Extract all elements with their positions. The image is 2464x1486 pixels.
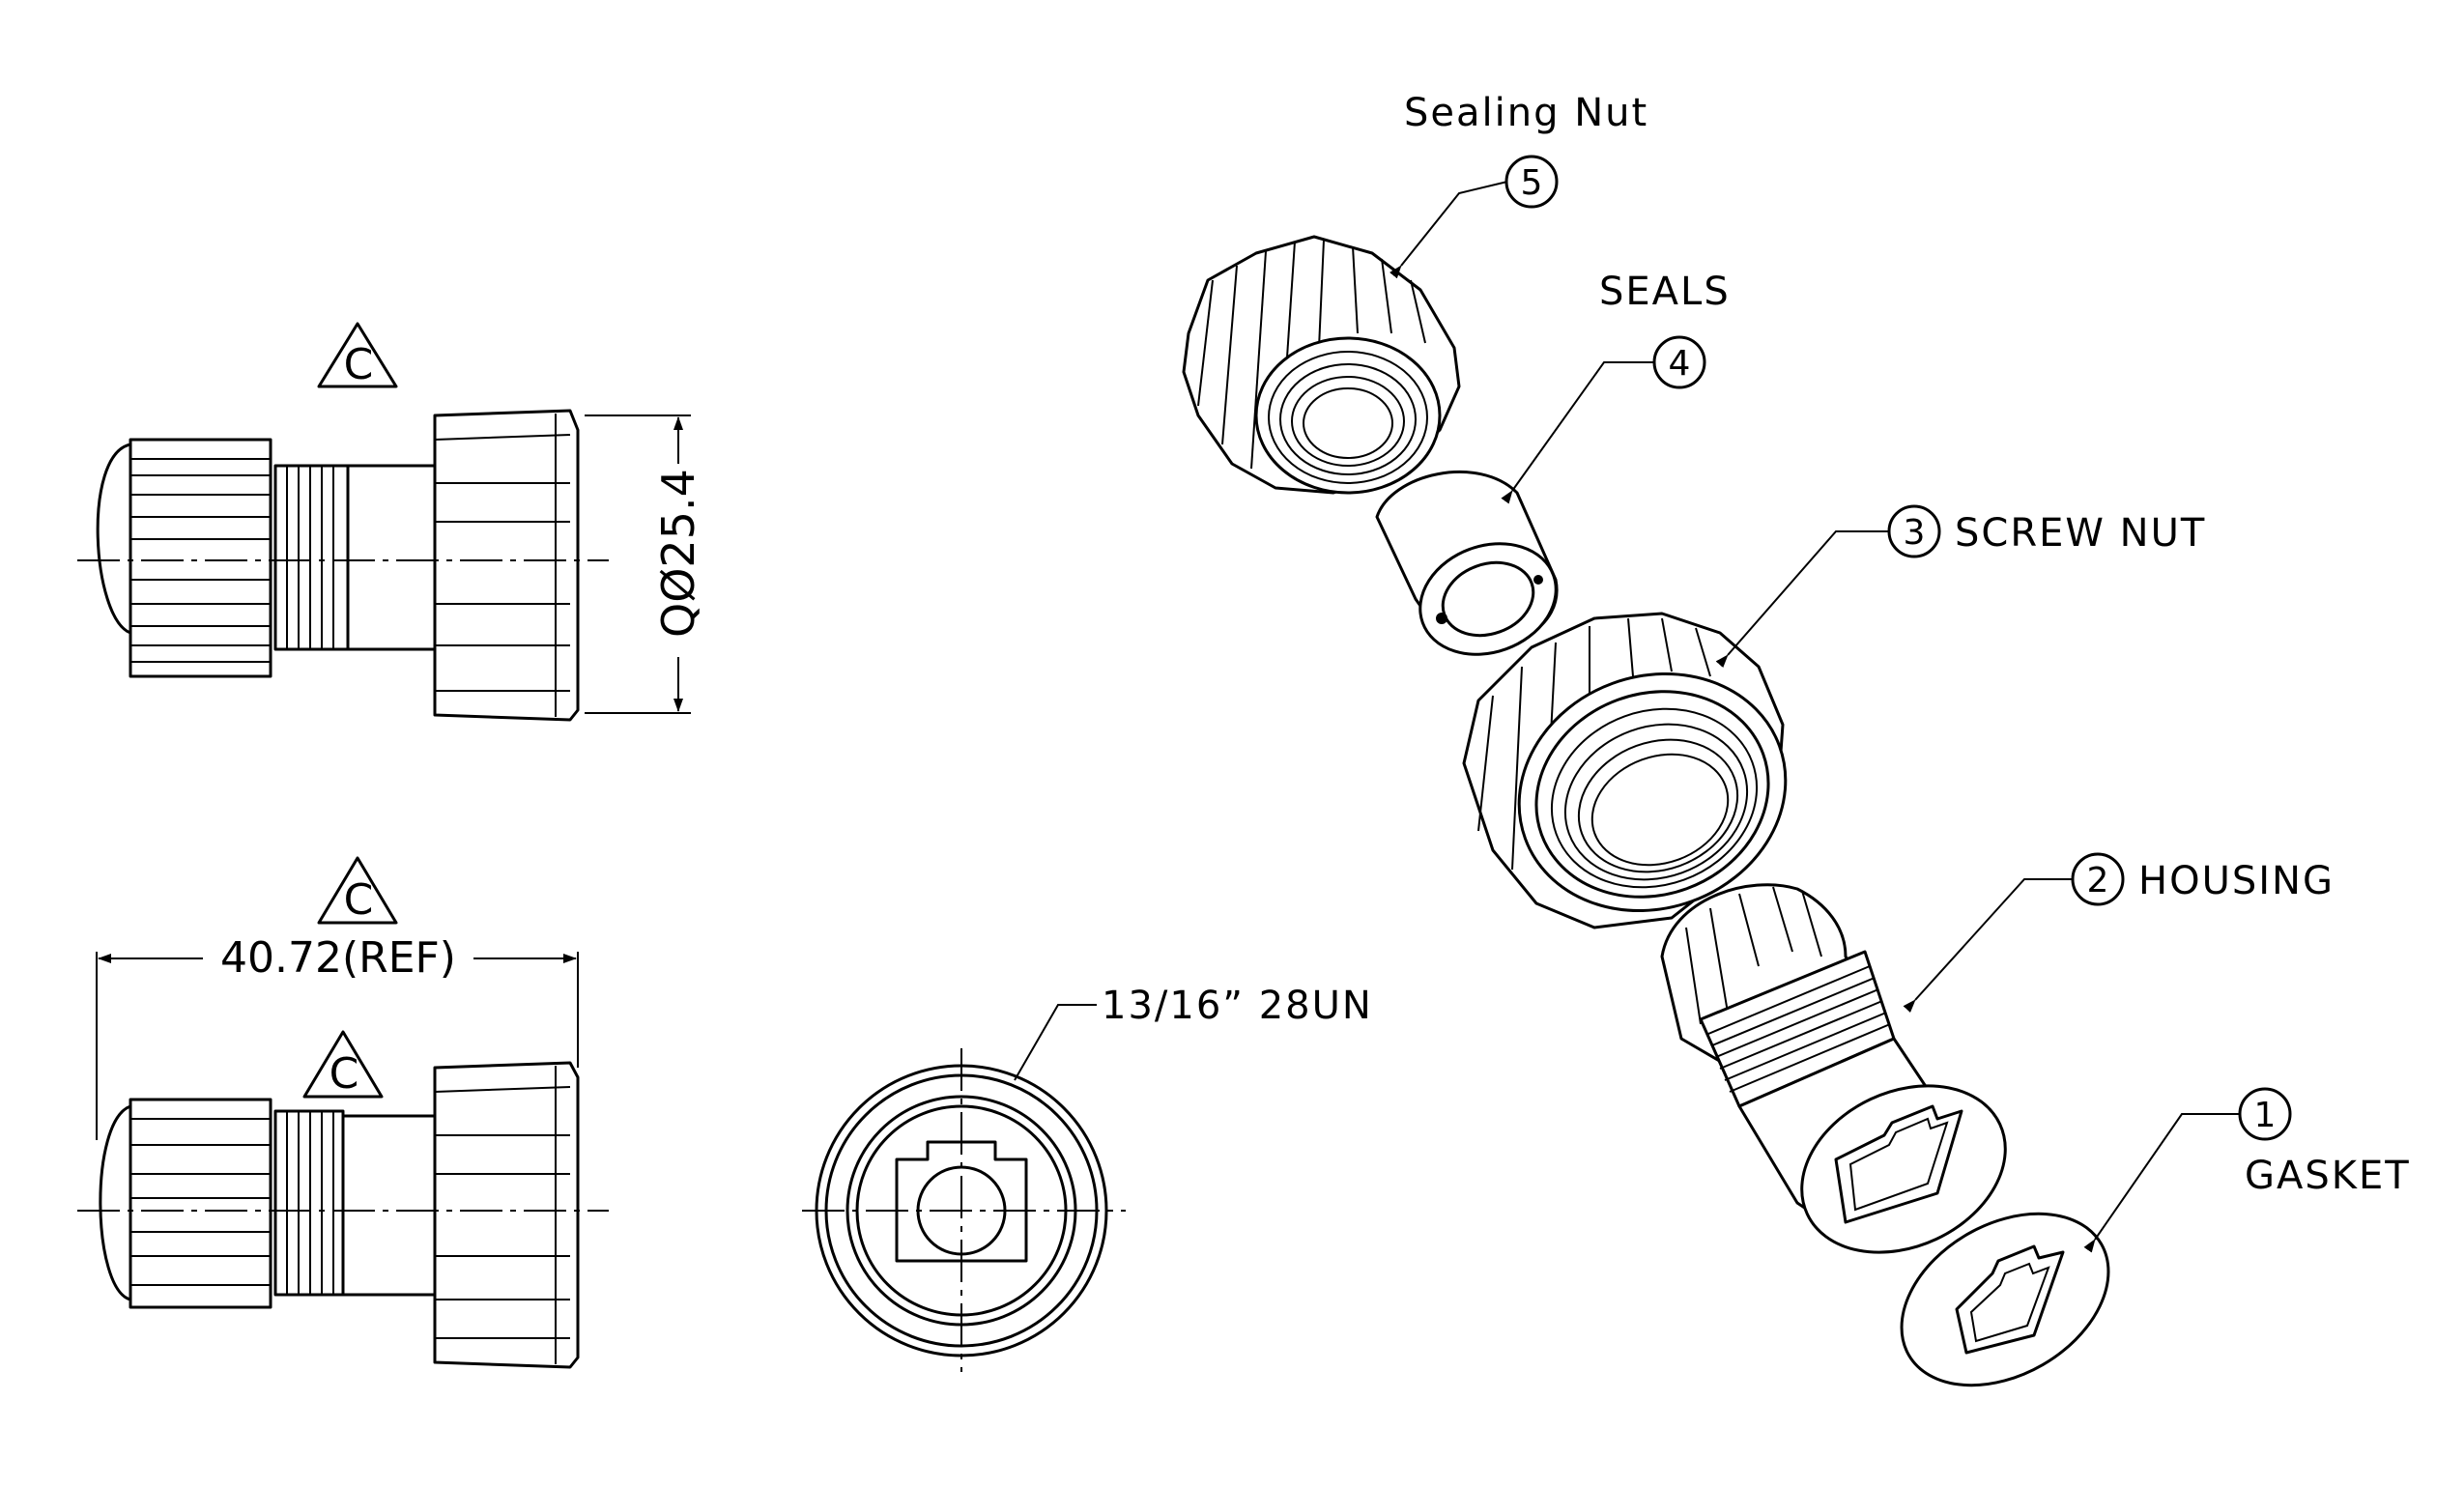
bottom-large-nut bbox=[433, 1061, 580, 1369]
leader-5 bbox=[1389, 181, 1508, 279]
balloon-2: 2 bbox=[2071, 852, 2125, 906]
side-knurled-body bbox=[129, 438, 272, 678]
side-nut-lines bbox=[434, 414, 571, 717]
svg-text:3: 3 bbox=[1904, 513, 1926, 553]
balloon-5: 5 bbox=[1504, 155, 1559, 209]
revision-triangle-1: C bbox=[317, 322, 398, 389]
balloon-3: 3 bbox=[1887, 504, 1941, 558]
diameter-value: QØ25.4 bbox=[652, 469, 704, 638]
exploded-view: 5 Sealing Nut 4 SEALS bbox=[1182, 91, 2411, 1387]
bottom-knurled-body bbox=[129, 1098, 272, 1309]
label-screw-nut: SCREW NUT bbox=[1955, 511, 2206, 556]
sealing-nut-drawing bbox=[1182, 235, 1461, 495]
side-large-nut bbox=[433, 409, 580, 722]
leader-1 bbox=[2083, 1113, 2240, 1253]
leader-2 bbox=[1903, 878, 2073, 1013]
thread-callout: 13/16” 28UN bbox=[1102, 984, 1373, 1028]
svg-text:4: 4 bbox=[1669, 344, 1691, 384]
side-neck bbox=[346, 464, 437, 651]
balloon-4: 4 bbox=[1652, 335, 1706, 389]
revision-triangle-2: C bbox=[317, 856, 398, 925]
length-value: 40.72(REF) bbox=[220, 933, 456, 983]
side-thread-lines bbox=[286, 466, 334, 649]
seals-drawing bbox=[1375, 471, 1559, 656]
svg-text:1: 1 bbox=[2254, 1096, 2277, 1135]
svg-text:2: 2 bbox=[2087, 861, 2109, 900]
housing-drawing bbox=[1660, 883, 2007, 1254]
label-seals: SEALS bbox=[1599, 270, 1731, 314]
thread-leader bbox=[1014, 1004, 1097, 1081]
label-gasket: GASKET bbox=[2245, 1154, 2411, 1198]
label-sealing-nut: Sealing Nut bbox=[1404, 91, 1648, 135]
diameter-dimension: QØ25.4 bbox=[585, 414, 704, 714]
side-view: C bbox=[77, 322, 704, 722]
bottom-view: C C 40.72(REF) bbox=[77, 856, 609, 1369]
length-dimension: 40.72(REF) bbox=[96, 933, 579, 1140]
leader-4 bbox=[1501, 361, 1654, 504]
label-housing: HOUSING bbox=[2138, 859, 2335, 903]
front-view: 13/16” 28UN bbox=[802, 984, 1373, 1372]
bottom-left-cap bbox=[99, 1104, 132, 1301]
balloon-1: 1 bbox=[2238, 1087, 2292, 1141]
leader-3 bbox=[1715, 530, 1889, 669]
bottom-thread-lines bbox=[286, 1111, 334, 1295]
revision-letter: C bbox=[329, 1049, 359, 1099]
front-port-outline bbox=[895, 1140, 1028, 1263]
revision-letter: C bbox=[344, 875, 374, 925]
bottom-nut-lines bbox=[434, 1066, 571, 1364]
bottom-knurl-lines bbox=[130, 1118, 271, 1286]
gasket-drawing bbox=[1900, 1212, 2110, 1387]
bottom-neck bbox=[341, 1114, 437, 1297]
side-knurl-lines bbox=[130, 458, 271, 663]
svg-text:5: 5 bbox=[1521, 163, 1543, 203]
revision-triangle-3: C bbox=[302, 1030, 384, 1099]
revision-letter: C bbox=[344, 340, 374, 389]
side-left-cap bbox=[96, 443, 132, 635]
screw-nut-drawing bbox=[1462, 612, 1788, 929]
